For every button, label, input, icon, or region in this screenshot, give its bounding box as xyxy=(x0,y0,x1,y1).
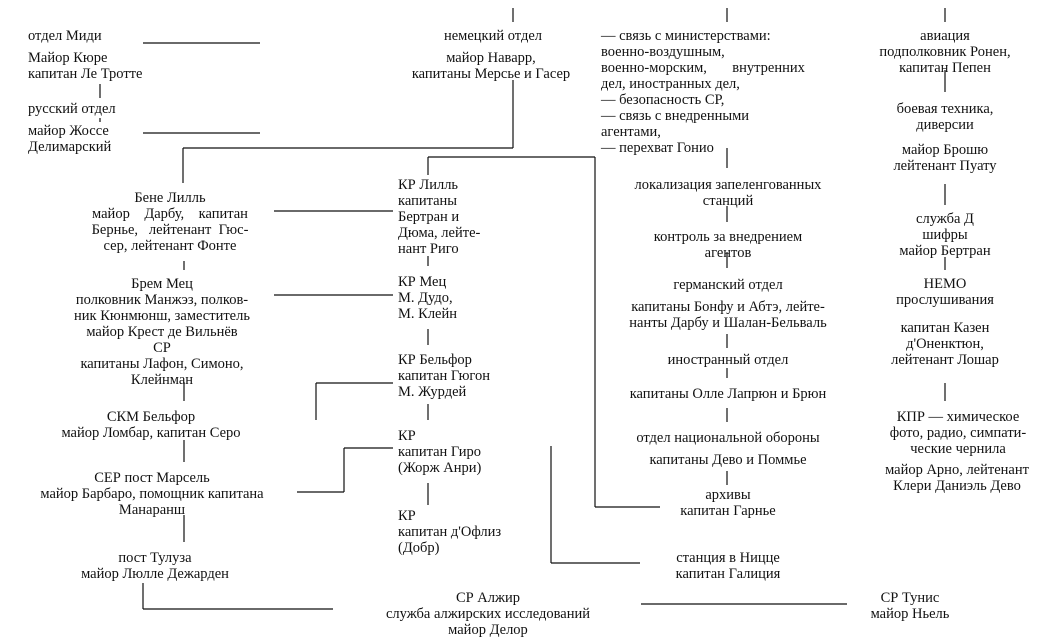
node-german-staff: майор Наварр, капитаны Мерсье и Гасер xyxy=(411,50,571,82)
node-russian: русский отдел xyxy=(28,101,116,117)
node-toulouse: пост Тулуза майор Люлле Дежарден xyxy=(81,550,229,582)
node-defense-staff: капитаны Дево и Поммье xyxy=(649,452,807,468)
node-german-dept-staff: капитаны Бонфу и Абтэ, лейте- нанты Дарб… xyxy=(629,299,827,331)
node-localization: локализация запеленгованных станций xyxy=(634,177,822,209)
node-service-d: служба Д шифры майор Бертран xyxy=(899,211,991,259)
node-nice: станция в Ницце капитан Галиция xyxy=(675,550,781,582)
node-national-defense: отдел национальной обороны xyxy=(636,430,820,446)
node-foreign-dept: иностранный отдел xyxy=(667,352,789,368)
node-midi-staff: Майор Кюре капитан Ле Тротте xyxy=(28,50,143,82)
node-midi: отдел Миди xyxy=(28,28,102,44)
node-ser-marseille: СЕР пост Марсель майор Барбаро, помощник… xyxy=(40,470,264,518)
node-russian-staff: майор Жоссе Делимарский xyxy=(28,123,112,155)
node-nemo: НЕМО прослушивания xyxy=(896,276,994,308)
node-skm-belfort: СКМ Бельфор майор Ломбар, капитан Серо xyxy=(61,409,241,441)
node-combat-staff: майор Брошю лейтенант Пуату xyxy=(893,142,997,174)
node-algiers: СР Алжир служба алжирских исследований м… xyxy=(385,590,591,638)
node-aviation: авиация подполковник Ронен, капитан Пепе… xyxy=(879,28,1011,76)
node-kpr: КПР — химическое фото, радио, симпати- ч… xyxy=(889,409,1027,457)
node-brem-metz: Брем Мец полковник Манжэз, полков- ник К… xyxy=(74,276,250,388)
node-liaison: — связь с министерствами: военно-воздушн… xyxy=(601,28,805,156)
node-combat: боевая техника, диверсии xyxy=(896,101,994,133)
node-nemo-staff: капитан Казен д'Оненктюн, лейтенант Лоша… xyxy=(891,320,999,368)
node-kr-metz: КР Мец М. Дудо, М. Клейн xyxy=(398,274,458,322)
node-german: немецкий отдел xyxy=(443,28,542,44)
node-kr-lille: КР Лилль капитаны Бертран и Дюма, лейте-… xyxy=(398,177,481,257)
node-foreign-staff: капитаны Олле Лапрюн и Брюн xyxy=(629,386,827,402)
node-archives: архивы капитан Гарнье xyxy=(680,487,776,519)
node-kpr-staff: майор Арно, лейтенант Клери Даниэль Дево xyxy=(885,462,1029,494)
node-bene-lille: Бене Лилль майор Дарбу, капитан Бернье, … xyxy=(91,190,249,254)
node-control: контроль за внедрением агентов xyxy=(653,229,803,261)
node-kr-giro: КР капитан Гиро (Жорж Анри) xyxy=(398,428,482,476)
node-kr-oflis: КР капитан д'Офлиз (Добр) xyxy=(398,508,502,556)
node-kr-belfort: КР Бельфор капитан Гюгон М. Журдей xyxy=(398,352,491,400)
node-tunis: СР Тунис майор Ньель xyxy=(870,590,950,622)
node-german-dept: германский отдел xyxy=(673,277,783,293)
